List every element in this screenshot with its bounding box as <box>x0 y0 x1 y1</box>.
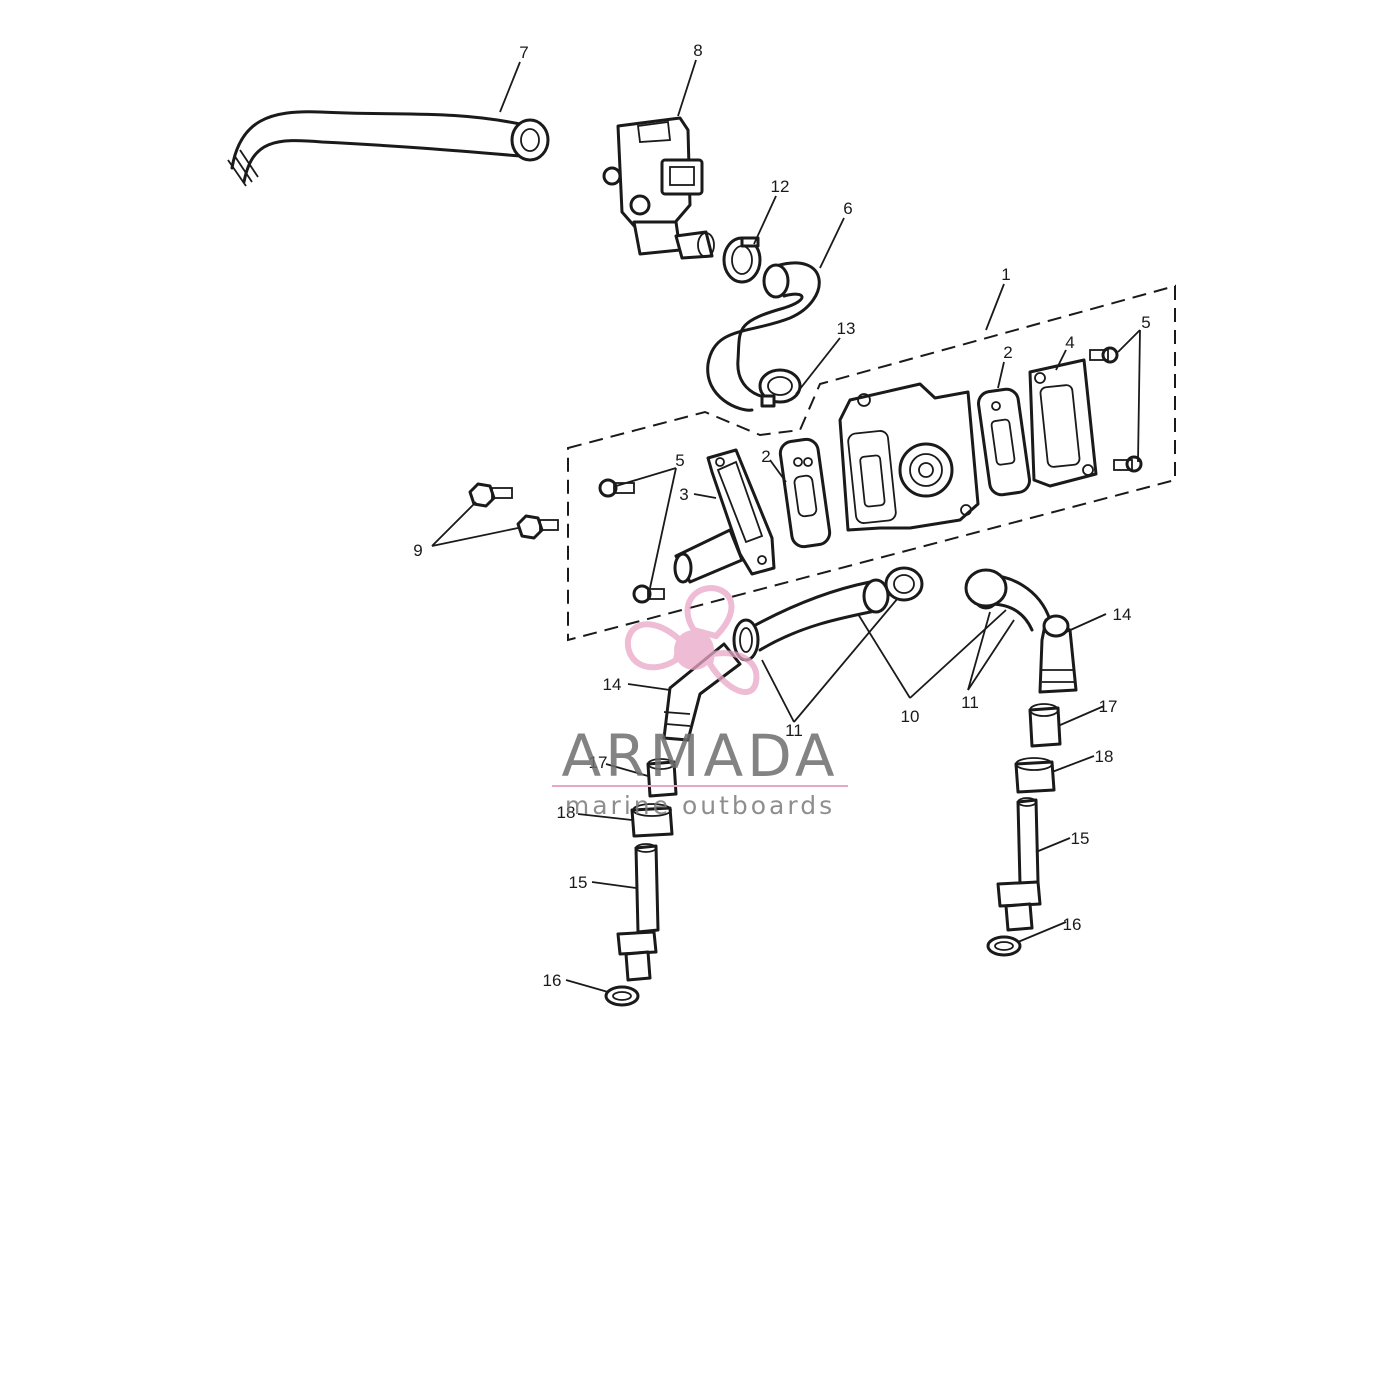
watermark-tagline: marine outboards <box>565 791 835 820</box>
callout-15-right: 15 <box>1071 829 1090 848</box>
callout-8: 8 <box>693 41 702 60</box>
hose-part-6 <box>706 261 821 412</box>
hose-part-7 <box>227 110 550 187</box>
callout-2-right: 2 <box>1003 343 1012 362</box>
clamp-part-12 <box>722 236 762 284</box>
pipe-part-15-right <box>996 797 1042 932</box>
sleeve-part-17-left <box>646 758 678 798</box>
grommet-part-18-left <box>630 803 674 838</box>
callout-14-right: 14 <box>1113 605 1132 624</box>
callout-18-right: 18 <box>1095 747 1114 766</box>
valve-part-8 <box>602 116 715 260</box>
elbow-part-14-left <box>662 642 742 742</box>
callout-17-right: 17 <box>1099 697 1118 716</box>
assembly-boundary <box>567 284 1176 642</box>
sleeve-part-17-right <box>1028 703 1062 748</box>
callout-2-left: 2 <box>761 447 770 466</box>
reed-plate <box>838 382 980 532</box>
callout-5-left: 5 <box>675 451 684 470</box>
propeller-logo <box>624 584 760 695</box>
watermark-brand: ARMADA <box>561 722 838 790</box>
callout-1: 1 <box>1001 265 1010 284</box>
callout-16-left: 16 <box>543 971 562 990</box>
elbow-part-3 <box>673 448 776 584</box>
callout-16-right: 16 <box>1063 915 1082 934</box>
washer-part-16-left <box>604 985 640 1007</box>
callout-6: 6 <box>843 199 852 218</box>
gasket-part-2-right <box>977 387 1031 497</box>
clamp-part-13 <box>758 368 802 408</box>
callout-15-left: 15 <box>569 873 588 892</box>
callout-17-left: 17 <box>589 753 608 772</box>
cover-part-4 <box>1028 358 1098 488</box>
leader-lines <box>431 59 1141 993</box>
callout-12: 12 <box>771 177 790 196</box>
grommet-part-18-right <box>1014 757 1056 794</box>
washer-part-16-right <box>986 935 1022 957</box>
callout-13: 13 <box>837 319 856 338</box>
callout-5-right: 5 <box>1141 313 1150 332</box>
callout-3: 3 <box>679 485 688 504</box>
callout-11-left: 11 <box>785 721 803 740</box>
gasket-part-2-left <box>778 437 832 549</box>
bolts-part-5-right <box>1089 346 1143 473</box>
elbow-part-14-right <box>1038 614 1078 694</box>
bolts-part-9 <box>468 482 559 540</box>
clamps-part-11 <box>732 566 1008 662</box>
callout-18-left: 18 <box>557 803 576 822</box>
callout-9: 9 <box>413 541 422 560</box>
callout-14-left: 14 <box>603 675 622 694</box>
callout-labels: 1 2 2 3 4 5 5 6 7 8 9 10 11 11 12 13 14 … <box>413 41 1150 990</box>
bolts-part-5-left <box>598 478 665 604</box>
callout-10: 10 <box>901 707 920 726</box>
callout-4: 4 <box>1065 333 1074 352</box>
callout-11-right: 11 <box>961 693 979 712</box>
callout-7: 7 <box>519 43 528 62</box>
watermark: ARMADA marine outboards <box>552 722 848 820</box>
pipe-part-15-left <box>616 843 660 982</box>
